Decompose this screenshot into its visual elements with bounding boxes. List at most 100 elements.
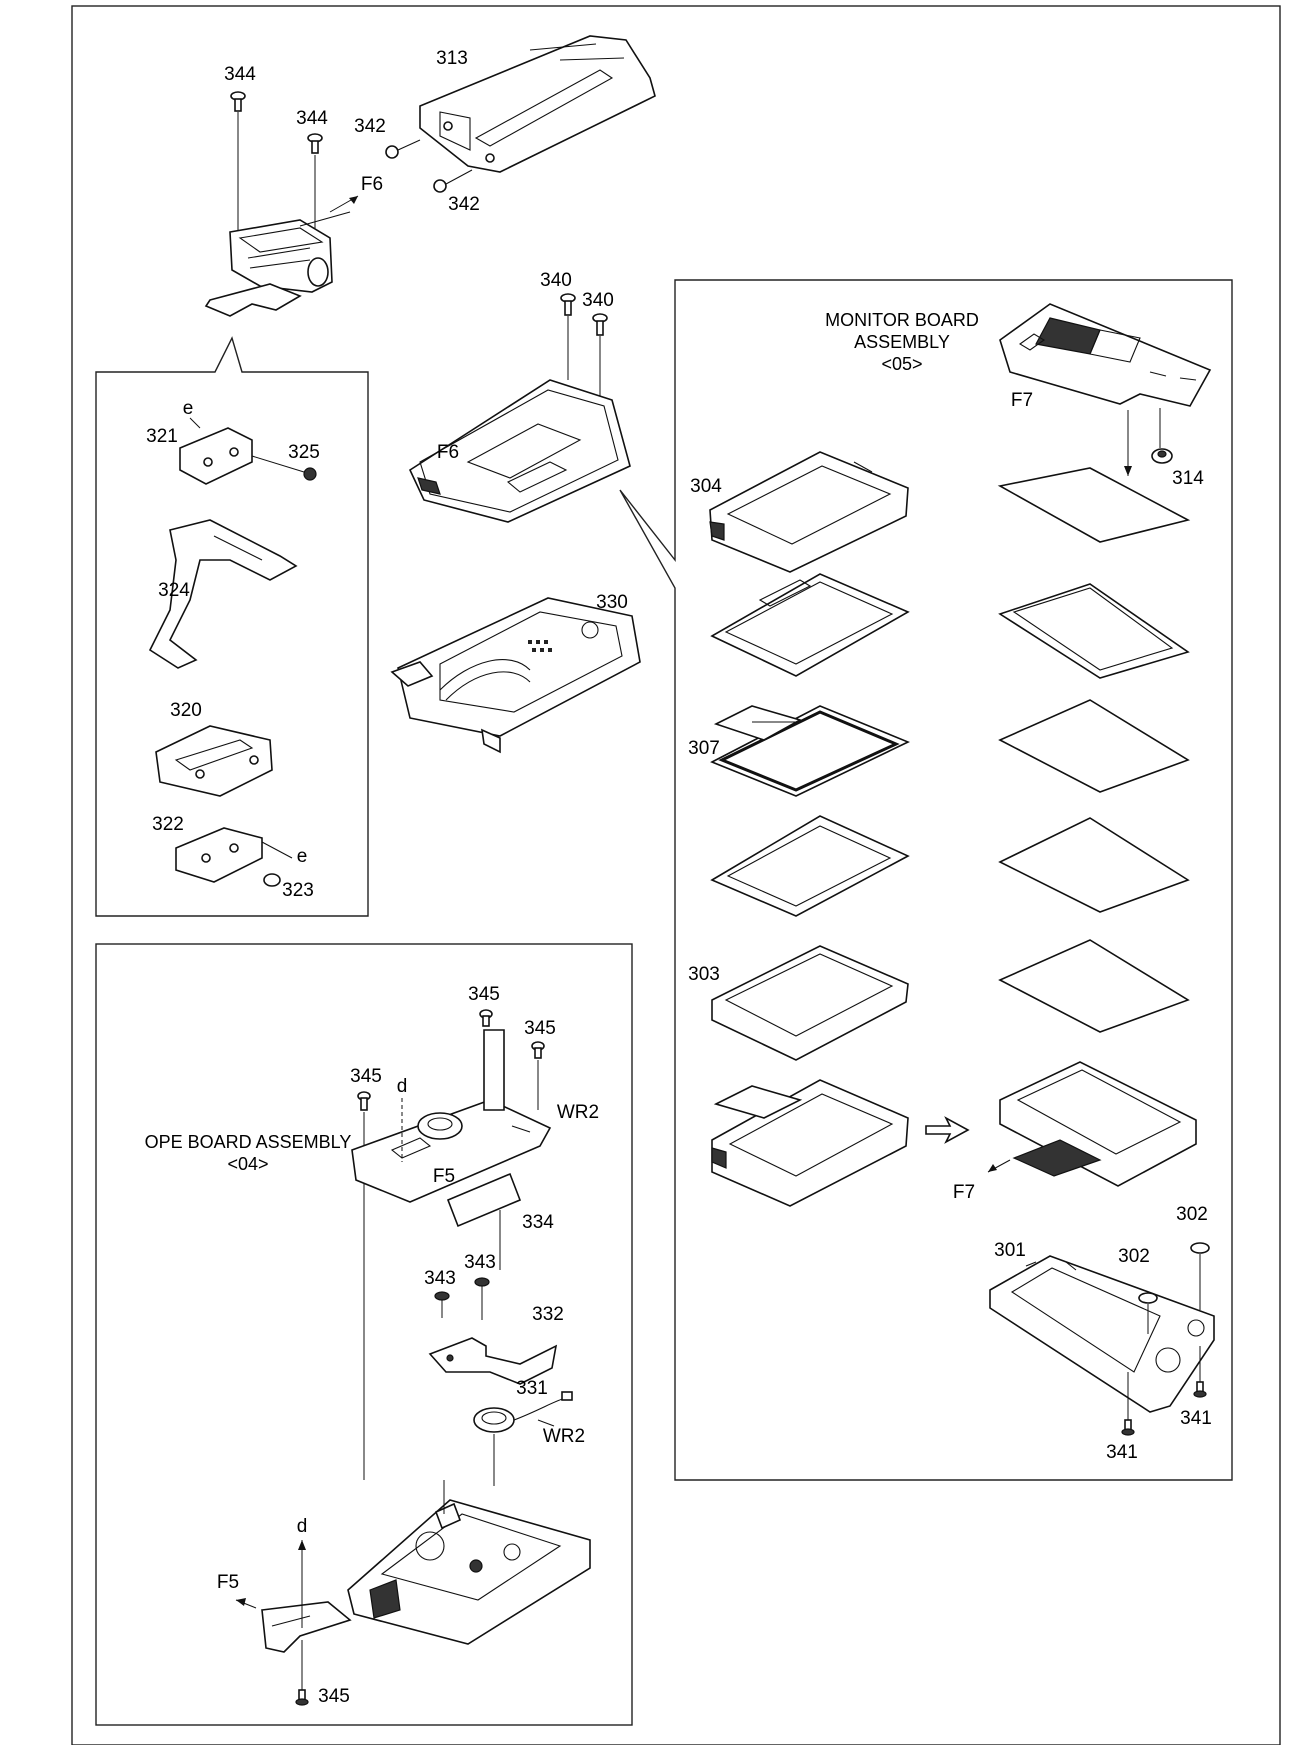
screw-340-b [592,313,608,396]
sheet-l4 [710,815,910,917]
hinge-detail-frame [95,336,369,917]
flex-f5 [235,1598,352,1653]
spacer-314 [1151,408,1173,464]
callout-307: 307 [688,738,720,759]
callout-e-2: e [297,846,308,867]
callout-303: 303 [688,964,720,985]
front-bezel-301 [989,1255,1215,1413]
sheet-r1 [997,467,1191,543]
callout-f5-b: F5 [217,1572,239,1593]
arrow-d-bottom [298,1540,306,1628]
callout-325: 325 [288,442,320,463]
screw-341-a [1121,1372,1135,1436]
lcd-panel-307 [710,705,910,797]
hinge-bracket-320 [155,725,273,797]
monitor-board-title-line2: ASSEMBLY [854,332,950,352]
callout-340-b: 340 [582,290,614,311]
sheet-r5 [998,939,1190,1033]
callout-341-b: 341 [1180,1408,1212,1429]
hinge-bracket-322 [175,827,293,883]
callout-334: 334 [522,1212,554,1233]
switch-flex-332 [428,1337,558,1385]
screw-340-a [560,293,576,380]
callout-304: 304 [690,476,722,497]
callout-f6-a: F6 [361,174,383,195]
lcd-frame-304 [709,451,909,573]
callout-322: 322 [152,814,184,835]
lcd-chassis-330 [390,597,641,754]
sheet-r2 [998,583,1190,679]
bezel-303 [711,945,909,1061]
callout-332: 332 [532,1304,564,1325]
callout-345-b: 345 [524,1018,556,1039]
callout-d-2: d [297,1516,308,1537]
monitor-board-frame [619,279,1233,1481]
screw-345-a [479,1009,493,1027]
front-housing [347,1480,591,1645]
callout-313: 313 [436,48,468,69]
lcd-module-assembled [711,1079,909,1207]
screw-345-b [531,1041,545,1110]
monitor-board-code: <05> [881,354,922,374]
callout-wr2-b: WR2 [543,1426,585,1447]
callout-343-a: 343 [424,1268,456,1289]
callout-323: 323 [282,880,314,901]
callout-e-1: e [183,398,194,419]
ope-board-frame [95,943,633,1726]
monitor-board-title-line1: MONITOR BOARD [825,310,979,330]
callout-331: 331 [516,1378,548,1399]
callout-344-a: 344 [224,64,256,85]
monitor-board [999,303,1212,476]
callout-321: 321 [146,426,178,447]
callout-345-a: 345 [468,984,500,1005]
callout-340-a: 340 [540,270,572,291]
top-cover-313 [419,35,656,173]
callout-330: 330 [596,592,628,613]
screw-344-a [230,91,246,232]
flex-cable-324 [148,519,298,669]
callout-f7-b: F7 [953,1182,975,1203]
screw-345-d [295,1640,309,1706]
screw-325 [251,455,317,481]
screw-302-a [1138,1292,1158,1334]
hinge-unit [204,211,351,317]
screw-343-a [434,1291,450,1318]
lcd-module-with-board [999,1061,1197,1187]
callout-wr2-a: WR2 [557,1102,599,1123]
callout-344-b: 344 [296,108,328,129]
callout-341-a: 341 [1106,1442,1138,1463]
screw-343-b [474,1277,490,1320]
callout-f6-b: F6 [437,442,459,463]
callout-302-a: 302 [1118,1246,1150,1267]
ope-board-title: OPE BOARD ASSEMBLY [145,1132,352,1152]
ope-board [351,1029,552,1203]
callout-314: 314 [1172,468,1204,489]
hinge-cap-321 [179,417,253,485]
sheet-r4 [998,817,1190,913]
callout-345-d: 345 [318,1686,350,1707]
sheet-334 [446,1172,522,1270]
screw-342-b [433,169,473,193]
callout-301: 301 [994,1240,1026,1261]
screw-342-a [385,139,421,159]
sheet-l2 [710,573,910,677]
callout-320: 320 [170,700,202,721]
washer-323 [263,873,281,887]
callout-d-1: d [397,1076,408,1097]
callout-343-b: 343 [464,1252,496,1273]
callout-f7-a: F7 [1011,390,1033,411]
callout-345-c: 345 [350,1066,382,1087]
callout-342-b: 342 [448,194,480,215]
arrow-f7-b [987,1159,1011,1173]
callout-f5-a: F5 [433,1166,455,1187]
arrow-wr2-b [537,1419,555,1427]
assembly-arrow [925,1116,970,1144]
sheet-r3 [998,699,1190,793]
screw-344-b [307,133,323,240]
callout-342-a: 342 [354,116,386,137]
screw-302-b [1190,1242,1210,1310]
rear-housing [408,379,631,523]
callout-302-b: 302 [1176,1204,1208,1225]
